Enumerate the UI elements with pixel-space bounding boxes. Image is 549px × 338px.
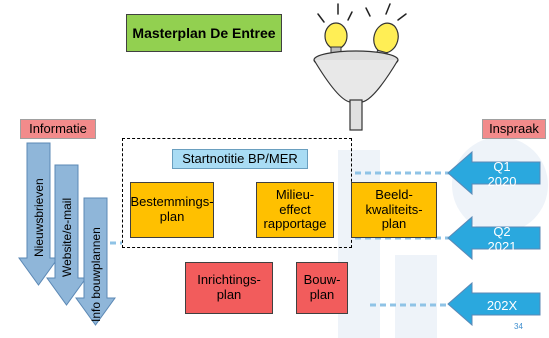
arrow-q2-2021 <box>447 215 541 261</box>
funnel-icon <box>313 50 399 131</box>
arrow-q1-2020 <box>447 150 541 196</box>
inspraak-moment-q2: Q2 2021 <box>487 224 517 254</box>
arrow-website <box>46 164 87 306</box>
arrow-202x <box>447 281 541 327</box>
milieueffectrapportage-box: Milieu- effect rapportage <box>256 182 334 238</box>
informatie-label: Informatie <box>20 119 96 139</box>
channel-label-nieuwsbrieven: Nieuwsbrieven <box>32 178 46 257</box>
watermark-bar-2 <box>395 255 437 338</box>
page-number: 34 <box>514 322 523 331</box>
inspraak-label: Inspraak <box>482 119 546 139</box>
inspraak-moment-202x: 202X <box>486 297 518 313</box>
inspraak-moment-q1: Q1 2020 <box>487 159 517 189</box>
idea-rays <box>317 3 407 23</box>
watermark-circle <box>452 137 548 233</box>
inspraak-arrows <box>447 150 541 327</box>
bestemmingsplan-box: Bestemmings- plan <box>130 182 214 238</box>
title-box: Masterplan De Entree <box>126 14 282 52</box>
arrow-nieuwsbrieven <box>18 142 59 286</box>
channel-label-website: Website/e-mail <box>60 198 74 277</box>
channel-label-info-bouwplannen: Info bouwplannen <box>89 227 103 322</box>
bouwplan-box: Bouw- plan <box>296 262 348 314</box>
arrow-info-bouwplannen <box>75 197 116 326</box>
startnotitie-label: Startnotitie BP/MER <box>172 149 308 169</box>
inrichtingsplan-box: Inrichtings- plan <box>185 262 273 314</box>
beeldkwaliteitsplan-box: Beeld- kwaliteits- plan <box>351 182 437 238</box>
funnel-illustration <box>313 3 407 131</box>
information-channels: Nieuwsbrieven Website/e-mail Info bouwpl… <box>18 142 116 326</box>
